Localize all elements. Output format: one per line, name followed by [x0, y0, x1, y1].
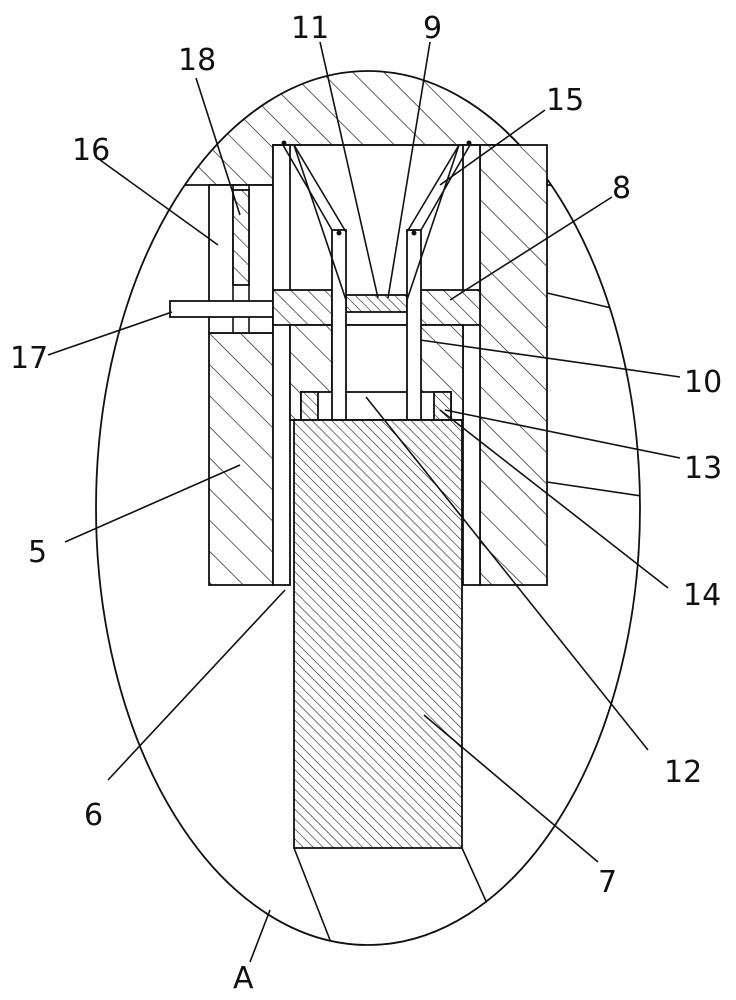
housing-face-line-lower — [546, 481, 640, 499]
label-12: 12 — [664, 755, 702, 790]
rod-left — [331, 229, 347, 421]
block-11 — [345, 294, 408, 313]
lower-taper-left — [293, 847, 333, 945]
funnel-right-inner — [406, 144, 460, 233]
label-10: 10 — [684, 365, 722, 400]
label-A: A — [233, 961, 254, 996]
leader-12 — [365, 396, 649, 751]
funnel-pin-left — [281, 140, 287, 146]
label-17: 17 — [10, 341, 48, 376]
plate-8-left — [272, 289, 333, 326]
leader-8 — [449, 196, 613, 301]
step-recess — [300, 391, 452, 421]
lower-taper-right — [461, 847, 491, 911]
leader-18 — [195, 77, 241, 216]
main-block-7 — [293, 419, 463, 849]
leader-11 — [319, 41, 379, 299]
label-7: 7 — [598, 865, 617, 900]
label-16: 16 — [72, 133, 110, 168]
label-18: 18 — [178, 43, 216, 78]
housing-cap-section — [96, 71, 640, 186]
leader-5 — [64, 464, 241, 543]
label-6: 6 — [84, 798, 103, 833]
label-14: 14 — [683, 578, 721, 613]
wedge-14-left — [300, 391, 319, 421]
leader-A — [249, 909, 271, 963]
right-wall — [479, 144, 548, 586]
leader-16 — [99, 159, 219, 246]
leader-6 — [107, 589, 286, 781]
funnel-center-left — [293, 144, 347, 301]
leader-10 — [419, 339, 681, 378]
housing-face-line-upper — [546, 292, 621, 311]
label-5: 5 — [28, 535, 47, 570]
funnel-center-right — [406, 144, 460, 301]
part-labels: 11 9 18 15 16 8 17 10 13 5 14 6 12 7 A — [10, 11, 722, 996]
leader-lines — [47, 41, 681, 963]
leader-14 — [439, 409, 669, 589]
label-9: 9 — [423, 11, 442, 46]
left-wall-lower — [208, 332, 274, 586]
detail-oval — [95, 70, 641, 946]
plate-8-right — [419, 289, 481, 326]
label-13: 13 — [684, 451, 722, 486]
label-11: 11 — [291, 11, 329, 46]
rod-18 — [232, 189, 250, 286]
pin-17 — [169, 300, 274, 318]
leader-9 — [387, 41, 431, 299]
rod-right-pin — [411, 230, 417, 236]
funnel-pin-right — [466, 140, 472, 146]
leader-17 — [47, 311, 173, 356]
sleeve-6-right — [462, 144, 481, 586]
label-8: 8 — [612, 171, 631, 206]
rod-right — [406, 229, 422, 421]
label-15: 15 — [546, 83, 584, 118]
leader-7 — [423, 714, 599, 863]
leader-13 — [444, 409, 681, 459]
funnel-left-inner — [293, 144, 347, 233]
rod-left-pin — [336, 230, 342, 236]
leader-15 — [439, 109, 546, 186]
sleeve-6-left — [272, 144, 291, 586]
